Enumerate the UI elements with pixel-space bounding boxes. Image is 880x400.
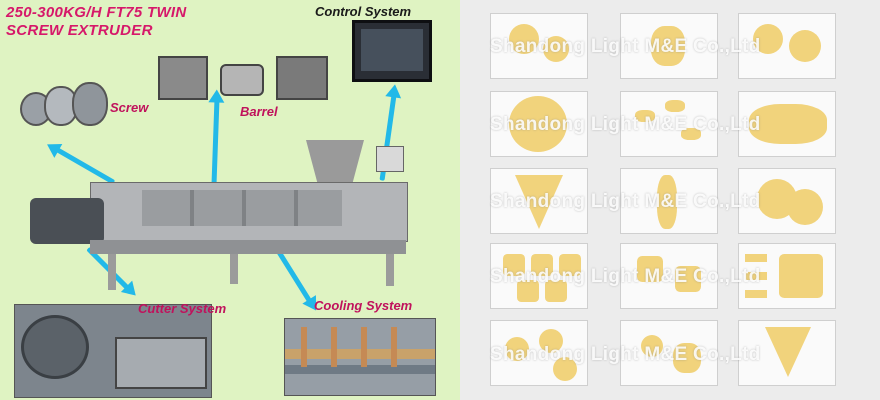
product-thumb — [738, 320, 836, 386]
screw-label: Screw — [110, 100, 149, 115]
product-thumb — [490, 243, 588, 309]
product-thumb — [620, 91, 718, 157]
watermark-text: Shandong Light M&E Co.,Ltd — [490, 266, 761, 287]
control-monitor-image — [352, 20, 432, 82]
product-thumb — [620, 13, 718, 79]
product-thumb — [738, 168, 836, 234]
cooling-system-image — [284, 318, 436, 396]
product-thumb — [490, 13, 588, 79]
product-thumb — [738, 13, 836, 79]
title-line-1: 250-300KG/H FT75 TWIN — [6, 4, 187, 21]
watermark-text: Shandong Light M&E Co.,Ltd — [490, 191, 761, 212]
watermark-text: Shandong Light M&E Co.,Ltd — [490, 36, 761, 57]
watermark-text: Shandong Light M&E Co.,Ltd — [490, 344, 761, 365]
extruder-machine-image — [30, 140, 410, 290]
screw-elements-image — [20, 82, 108, 130]
product-grid-panel — [460, 0, 880, 400]
product-thumb — [738, 91, 836, 157]
product-thumb — [620, 168, 718, 234]
cutter-system-image — [14, 304, 212, 398]
product-thumb — [490, 91, 588, 157]
product-thumb — [620, 243, 718, 309]
control-system-label: Control System — [315, 4, 412, 19]
product-thumb — [738, 243, 836, 309]
barrel-label: Barrel — [240, 104, 278, 119]
barrel-parts-image — [158, 56, 328, 102]
cutter-system-label: Cutter System — [138, 301, 227, 316]
product-thumb — [490, 168, 588, 234]
title-line-2: SCREW EXTRUDER — [6, 22, 153, 39]
product-thumb — [620, 320, 718, 386]
cooling-system-label: Cooling System — [314, 298, 413, 313]
product-thumb — [490, 320, 588, 386]
watermark-text: Shandong Light M&E Co.,Ltd — [490, 114, 761, 135]
machine-panel: 250-300KG/H FT75 TWIN SCREW EXTRUDER Con… — [0, 0, 460, 400]
